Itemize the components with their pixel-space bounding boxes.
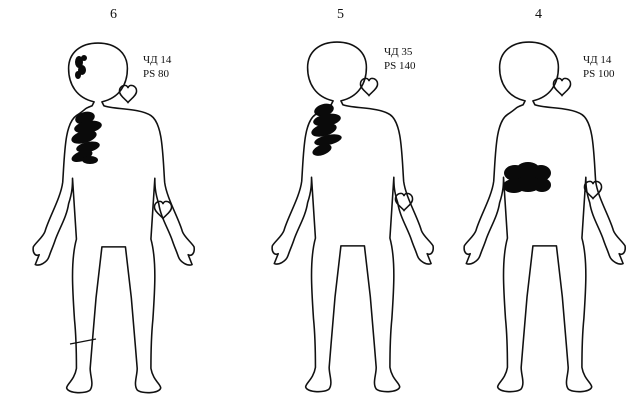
lesion-chest-figure-5 xyxy=(310,102,343,159)
body-figure-5 xyxy=(272,42,433,392)
heart-icon xyxy=(360,78,377,95)
body-figure-6 xyxy=(33,43,194,393)
body-figure-4 xyxy=(464,42,625,392)
lesion-abdomen-figure-4 xyxy=(503,162,551,193)
heart-icon xyxy=(154,201,171,218)
lesion-head-figure-6 xyxy=(75,55,87,79)
